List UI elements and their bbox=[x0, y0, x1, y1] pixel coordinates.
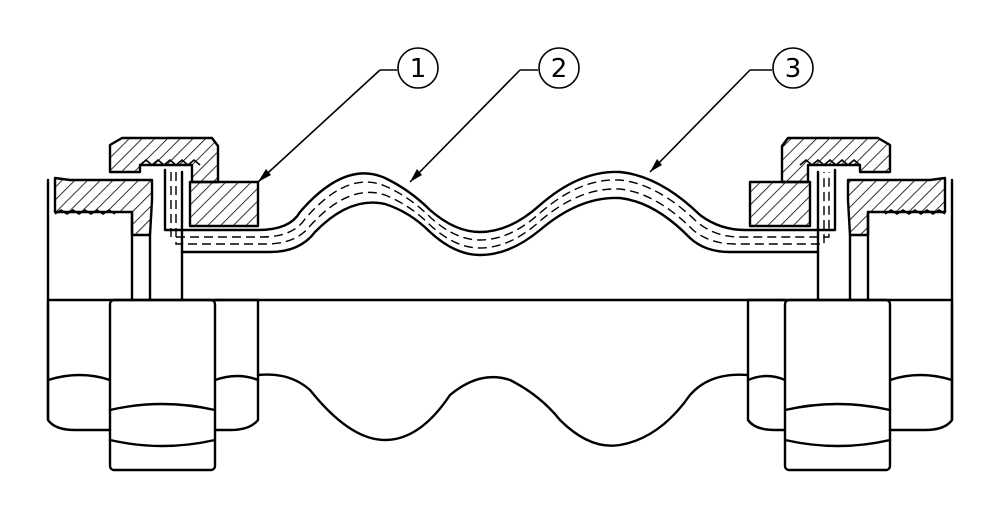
callout-2: 2 bbox=[409, 47, 580, 183]
bellows-body-exterior bbox=[256, 373, 750, 447]
callout-3: 3 bbox=[649, 47, 814, 173]
right-union-nut-section bbox=[748, 136, 947, 237]
callout-number-3: 3 bbox=[785, 54, 802, 84]
left-hex-nut-exterior bbox=[46, 298, 260, 472]
right-hex-nut-exterior bbox=[746, 298, 954, 472]
callout-number-1: 1 bbox=[410, 54, 427, 84]
left-union-nut-section bbox=[53, 136, 260, 237]
callout-1: 1 bbox=[257, 47, 439, 183]
callout-balloon-1 bbox=[397, 47, 439, 89]
callout-number-2: 2 bbox=[551, 54, 568, 84]
callout-balloon-3 bbox=[772, 47, 814, 89]
callout-balloon-2 bbox=[538, 47, 580, 89]
bellows-body-section bbox=[163, 168, 837, 257]
